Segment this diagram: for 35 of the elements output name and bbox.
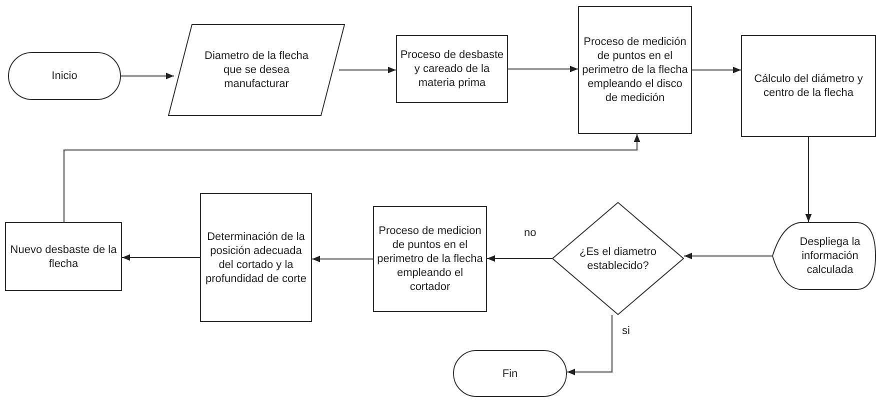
terminal-shape [453, 350, 567, 397]
arrow [692, 66, 742, 74]
process-box [578, 6, 692, 134]
terminal-shape [8, 52, 121, 100]
node-label: Cálculo del diámetro y centro de la flecha [753, 72, 864, 100]
process-box [5, 222, 122, 291]
arrow [805, 136, 812, 222]
node-label: Proceso de medición de puntos en el perimetro de la flecha empleando el disco de medición [582, 35, 688, 105]
arrow [508, 66, 578, 72]
arrow [120, 72, 174, 80]
node-label: Nuevo desbaste de la flecha [9, 242, 118, 270]
node-label: ¿Es el diametro establecido? [578, 244, 658, 272]
node-label: Fin [502, 366, 518, 380]
node-label: Despliega la información calculada [798, 235, 862, 277]
arrow [684, 252, 772, 260]
arrow [312, 256, 374, 262]
process-box [373, 206, 487, 312]
node-label: Proceso de desbaste y careado de la materia prima [400, 48, 504, 90]
arrow [566, 314, 612, 376]
process-box [200, 193, 312, 322]
arrow [64, 134, 640, 222]
process-box [741, 35, 876, 137]
node-label: Proceso de medicion de puntos en el perimetro de la flecha empleando el cortador [377, 224, 483, 294]
arrow [122, 254, 200, 261]
node-label: Determinación de la posición adecuada del cortado y la profundidad de corte [204, 230, 308, 286]
edge-label: si [620, 326, 632, 337]
data-parallelogram [168, 24, 345, 116]
process-box [396, 35, 508, 103]
arrow [338, 66, 396, 74]
arrow [486, 255, 552, 262]
display-shape [772, 222, 876, 290]
edge-label: no [522, 228, 538, 239]
decision-diamond [552, 202, 684, 315]
node-label: Inicio [52, 69, 78, 83]
node-label: Diametro de la flecha que se desea manufacturar [204, 49, 309, 91]
